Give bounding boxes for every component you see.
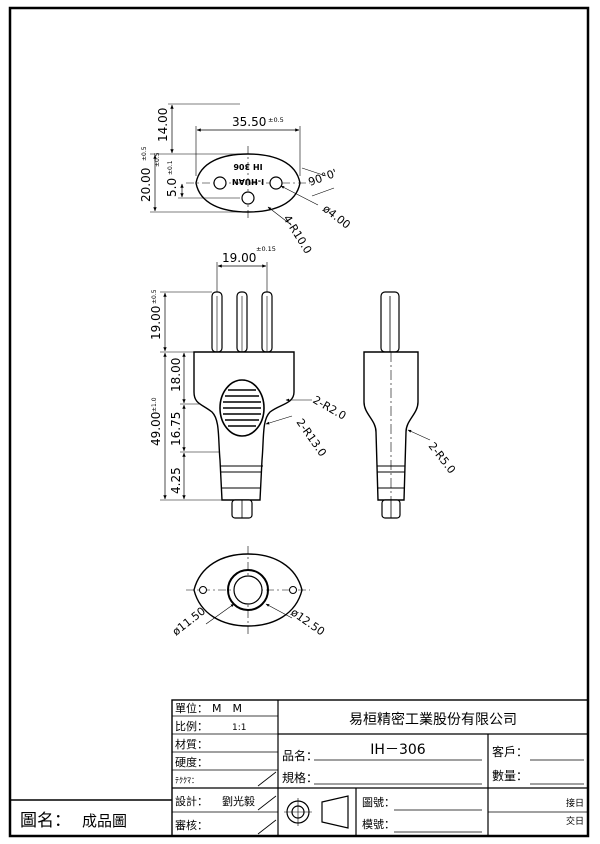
leader-radius (267, 206, 291, 225)
title-block (10, 699, 589, 837)
inner-diameter-text: ø11.50 (170, 605, 208, 639)
title-block-text: 單位： M M 比例： 1:1 材質： 硬度： ﾃｸｸﾏ： 設計： 劉光毅 審核… (20, 701, 584, 832)
dim-pin-length-text: 19.00 (149, 306, 163, 340)
dim-offset-tol: ±0.1 (167, 160, 174, 175)
projection-symbol-icon (284, 795, 349, 829)
product-value: IH－306 (370, 742, 425, 758)
design-label: 設計： (175, 794, 208, 808)
delivery-date-label: 交日 (566, 815, 584, 827)
received-date-label: 接日 (566, 797, 584, 809)
molded-label-2: I-HUAN (232, 177, 264, 186)
scale-label: 比例： (175, 719, 208, 733)
quantity-label: 數量： (492, 769, 528, 783)
pin-hole-left (213, 176, 227, 190)
dim-width-text: 35.50 (232, 115, 266, 129)
molded-label-1: IH 306 (233, 162, 263, 171)
angle-arc (301, 167, 335, 197)
side-radius-text: 2-R5.0 (426, 440, 458, 476)
dim-body-text: 18.00 (169, 358, 183, 392)
drawing-name-value: 成品圖 (82, 812, 127, 830)
bottom-view: ø11.50 ø12.50 (170, 546, 327, 638)
outer-diameter-text: ø12.50 (288, 606, 327, 639)
spec-label: 規格： (282, 770, 318, 785)
side-view: 2-R5.0 (363, 291, 458, 519)
hole-diameter-text: ø4.00 (320, 202, 353, 231)
product-label: 品名： (282, 748, 318, 763)
dim-height-text: 20.00 (139, 168, 153, 202)
dim-tail-text: 4.25 (169, 467, 183, 494)
drawing-no-label: 圖號： (362, 796, 395, 809)
mold-no-label: 模號： (362, 818, 395, 831)
radius-a-text: 2-R2.0 (311, 393, 349, 422)
company-name: 易桓精密工業股份有限公司 (349, 711, 517, 728)
cord-outer-circle (227, 569, 269, 611)
dim-pin-length-tol: ±0.5 (151, 289, 158, 304)
leader-radius-b (265, 415, 293, 425)
corner-radius-text: 4-R10.0 (280, 213, 314, 256)
unit-label: 單位： (175, 701, 208, 715)
leader-outer (265, 603, 293, 619)
leader-hole (280, 185, 319, 206)
dim-total-text: 49.00 (149, 412, 163, 446)
dim-neck-text: 16.75 (169, 412, 183, 446)
review-label: 審核： (175, 818, 208, 832)
hardness-label: 硬度： (175, 755, 208, 769)
radius-b-text: 2-R13.0 (294, 416, 329, 459)
unit-value: M M (212, 702, 242, 715)
pin-hole-right (269, 176, 283, 190)
dim-top-tol: ±0.5 (154, 152, 161, 167)
pin-hole-earth (241, 191, 255, 205)
drawing-name-label: 圖名： (20, 811, 71, 831)
angle-text: 90°0' (307, 167, 339, 189)
cord-inner-circle (233, 575, 263, 605)
leader-side-radius (407, 429, 431, 441)
dim-top-text: 14.00 (156, 108, 170, 142)
top-view: IH 306 I-HUAN 35.50 ±0.5 14.00 ±0.5 20.0… (139, 103, 353, 256)
mount-hole-left (199, 586, 207, 594)
dim-total-tol: ±1.0 (151, 397, 158, 412)
grip-ribs (223, 389, 261, 427)
dim-height-tol: ±0.5 (141, 146, 148, 161)
dim-width-tol: ±0.5 (268, 116, 284, 124)
designer-name: 劉光毅 (222, 794, 255, 808)
customer-label: 客戶： (492, 744, 528, 759)
leader-inner (205, 603, 235, 625)
title-block-frame (171, 699, 589, 837)
katakana-label: ﾃｸｸﾏ： (175, 776, 199, 785)
dim-offset-text: 5.0 (165, 178, 179, 197)
front-view: 19.00 ±0.15 19.00 ±0.5 49.00 ±1.0 18.00 … (149, 245, 349, 519)
dim-spacing-tol: ±0.15 (256, 245, 276, 253)
mount-hole-right (289, 586, 297, 594)
material-label: 材質： (175, 737, 208, 751)
scale-value: 1:1 (232, 723, 246, 733)
dim-spacing-text: 19.00 (222, 251, 256, 265)
